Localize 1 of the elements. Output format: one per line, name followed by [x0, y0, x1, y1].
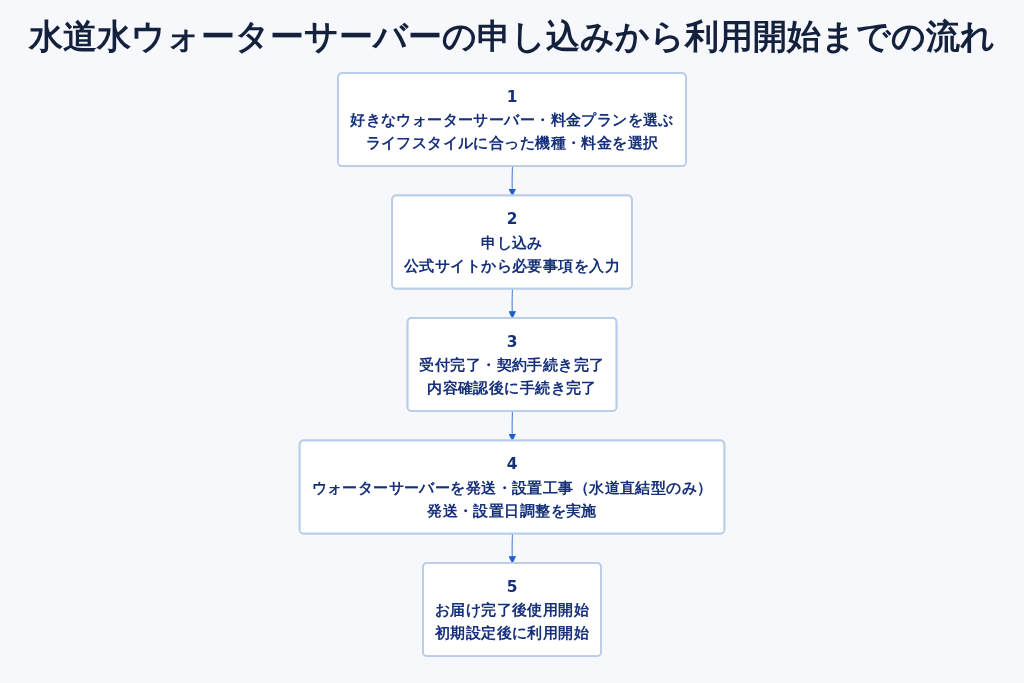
title: 水道水ウォーターサーバーの申し込みから利用開始までの流れ [29, 15, 995, 58]
